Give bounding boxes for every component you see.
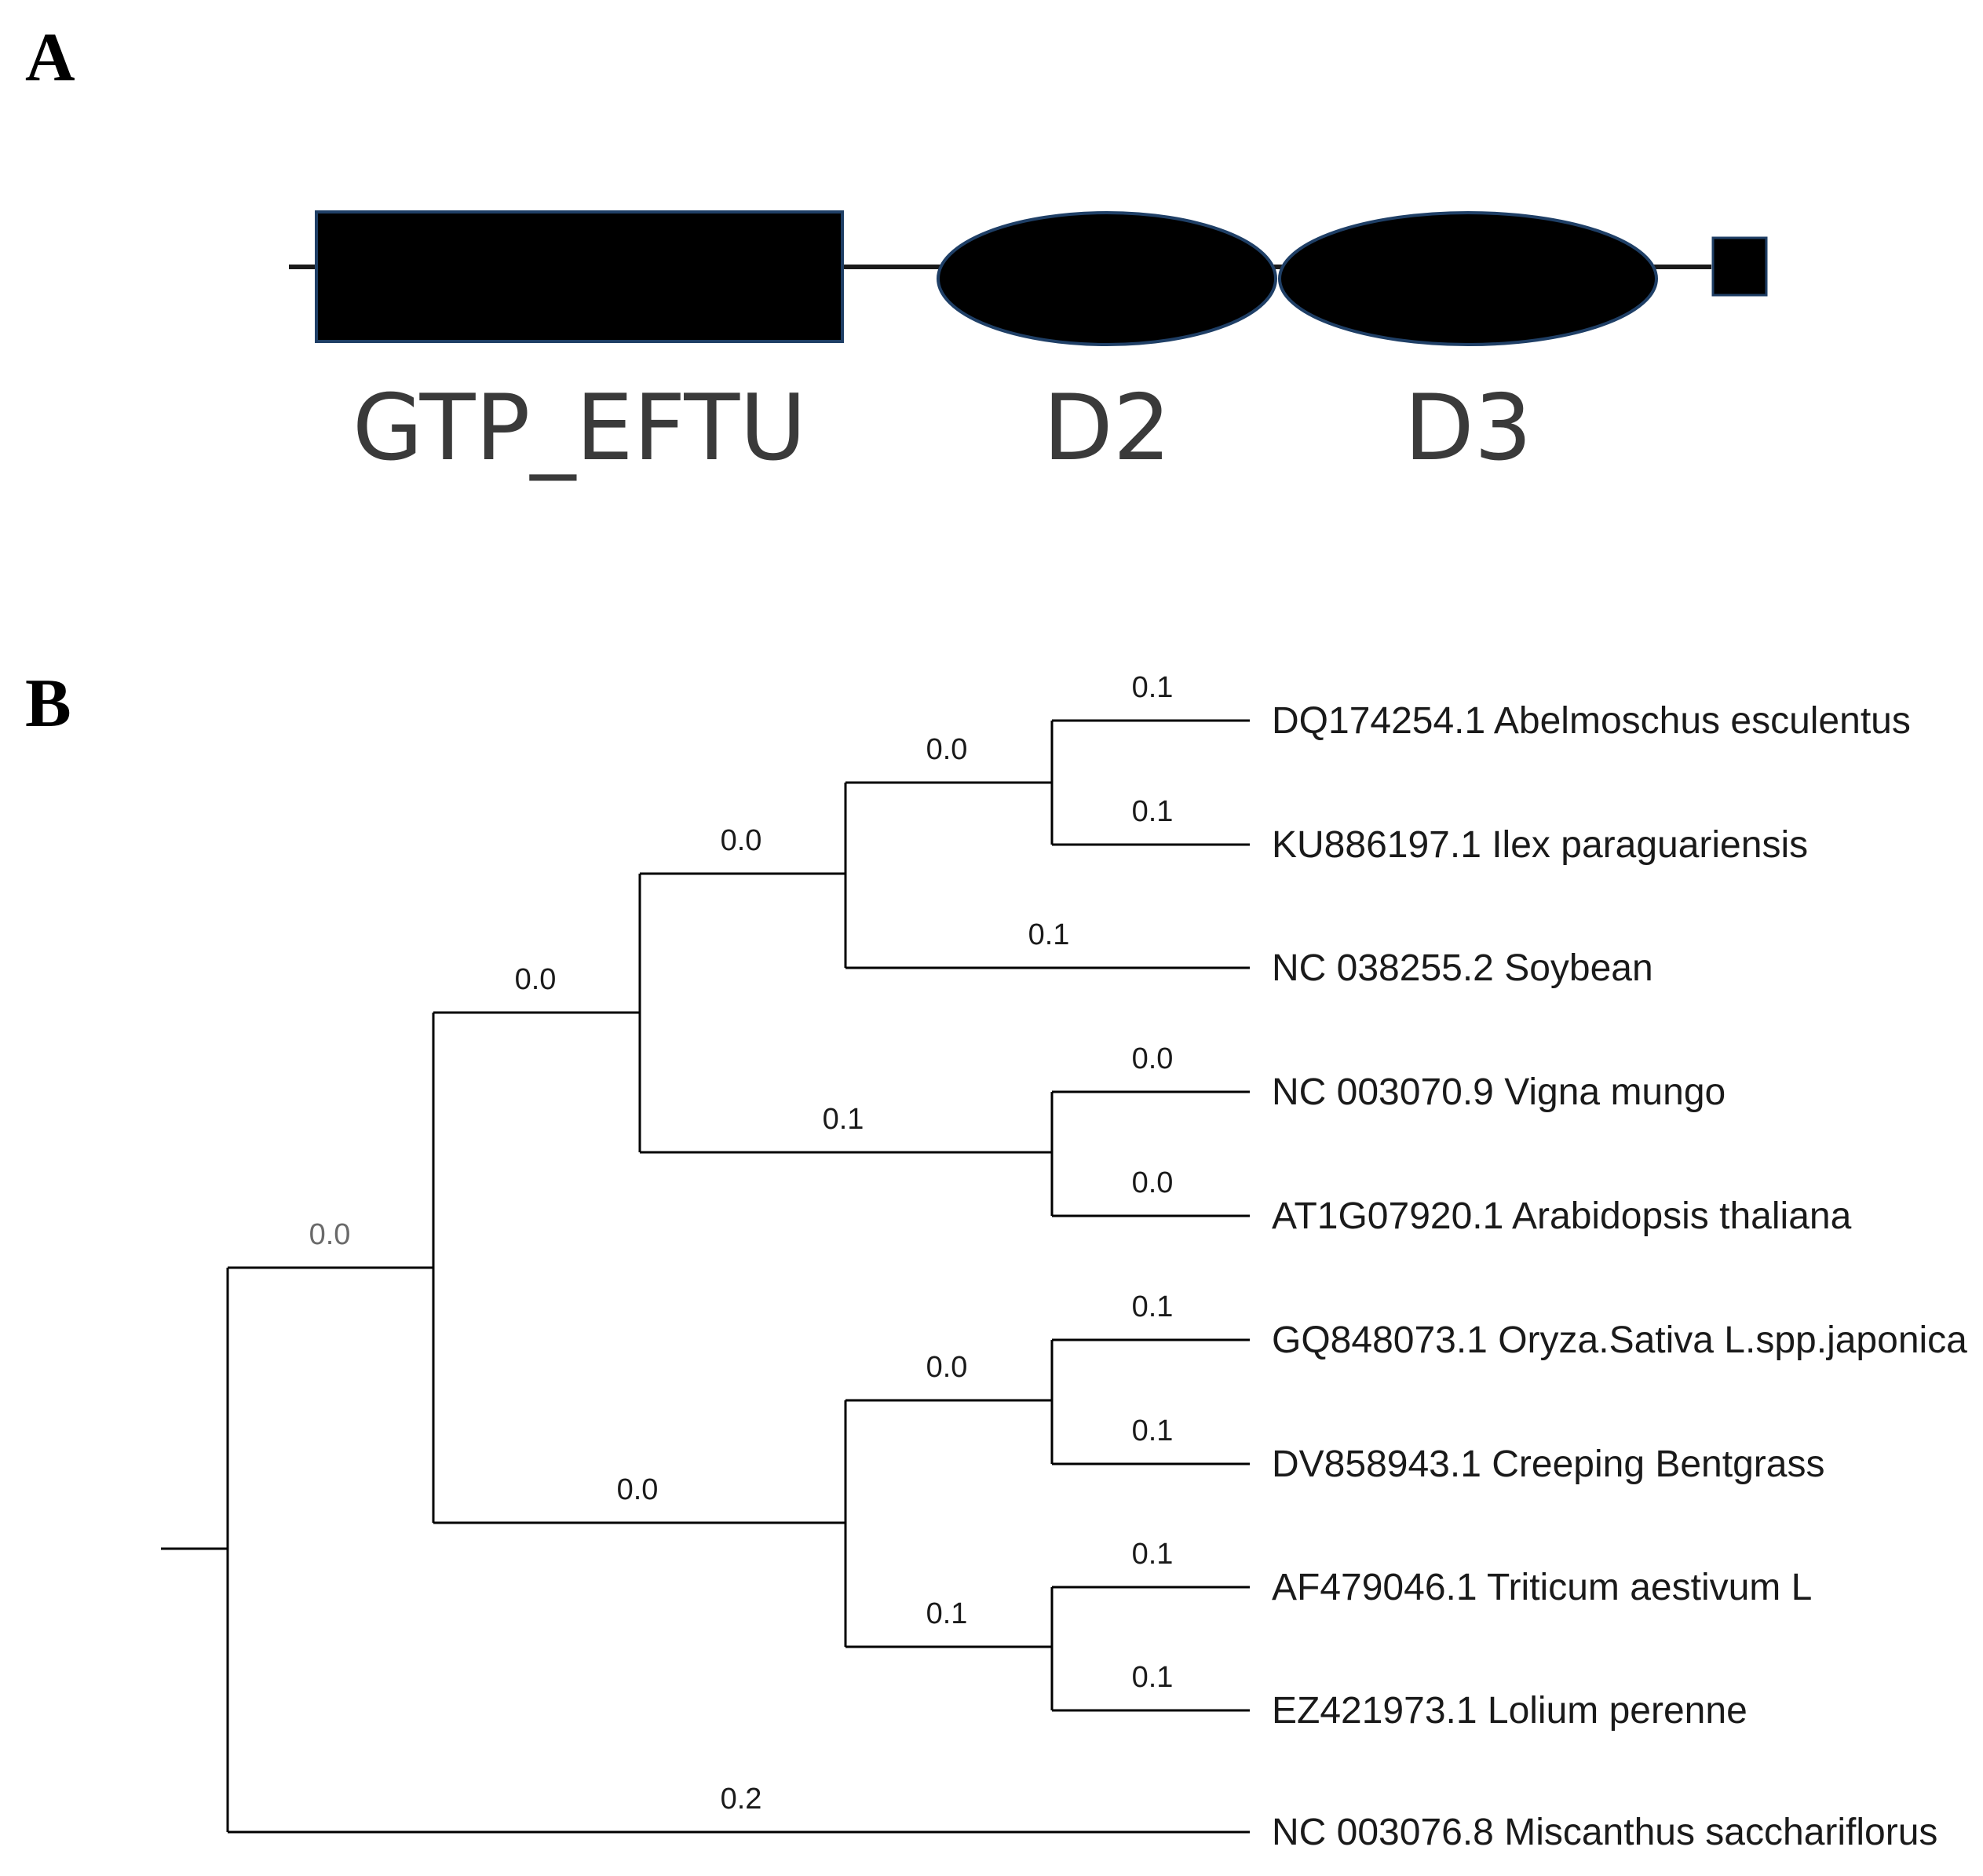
blen-vigna: 0.0 [1132, 1042, 1174, 1075]
panel-a-letter: A [25, 20, 75, 96]
leaf-label-arabidopsis: AT1G07920.1 Arabidopsis thaliana [1272, 1195, 1852, 1237]
domain-label-gtp-eftu: GTP_EFTU [352, 375, 806, 481]
blen-triticum: 0.1 [1132, 1538, 1174, 1571]
panel-b-letter: B [25, 666, 71, 742]
leaf-label-triticum: AF479046.1 Triticum aestivum L [1272, 1567, 1812, 1608]
blen-bentgrass: 0.1 [1132, 1414, 1174, 1447]
blen-oryza: 0.1 [1132, 1290, 1174, 1323]
domain-d3-shape [1278, 211, 1658, 346]
leaf-label-bentgrass: DV858943.1 Creeping Bentgrass [1272, 1443, 1824, 1485]
domain-label-d2: D2 [1043, 375, 1170, 481]
blen-ku886197: 0.1 [1132, 795, 1174, 828]
blen-ingroup: 0.0 [309, 1218, 351, 1251]
blen-lolium: 0.1 [1132, 1661, 1174, 1694]
domain-gtp-eftu-shape [315, 210, 844, 343]
blen-dicot-top-clade: 0.0 [721, 824, 762, 857]
leaf-label-oryza: GQ848073.1 Oryza.Sativa L.spp.japonica [1272, 1319, 1967, 1361]
leaf-label-dq174254: DQ174254.1 Abelmoschus esculentus [1272, 700, 1911, 742]
leaf-label-vigna: NC 003070.9 Vigna mungo [1272, 1071, 1726, 1113]
c-terminal-box [1711, 236, 1768, 297]
blen-triticum-lolium-clade: 0.1 [926, 1597, 968, 1630]
leaf-label-lolium: EZ421973.1 Lolium perenne [1272, 1690, 1747, 1732]
leaf-label-miscanthus: NC 003076.8 Miscanthus sacchariflorus [1272, 1812, 1937, 1853]
blen-arabidopsis: 0.0 [1132, 1166, 1174, 1199]
blen-vigna-arab-clade: 0.1 [823, 1103, 864, 1136]
blen-soybean: 0.1 [1028, 918, 1070, 951]
leaf-label-ku886197: KU886197.1 Ilex paraguariensis [1272, 824, 1808, 866]
blen-dq174254: 0.1 [1132, 671, 1174, 704]
blen-miscanthus: 0.2 [721, 1783, 762, 1816]
domain-label-d3: D3 [1404, 375, 1532, 481]
blen-monocots: 0.0 [617, 1473, 659, 1506]
blen-oryza-bent-clade: 0.0 [926, 1351, 968, 1384]
blen-abelmo-ilex-clade: 0.0 [926, 733, 968, 766]
blen-dicots: 0.0 [515, 963, 557, 996]
phylogenetic-tree: 0.1 0.1 0.0 0.1 0.0 0.0 0.0 0.1 0.0 0.1 … [161, 671, 1967, 1853]
leaf-label-soybean: NC 038255.2 Soybean [1272, 947, 1653, 989]
domain-architecture: GTP_EFTU D2 D3 [289, 210, 1768, 481]
domain-d2-shape [937, 211, 1277, 346]
